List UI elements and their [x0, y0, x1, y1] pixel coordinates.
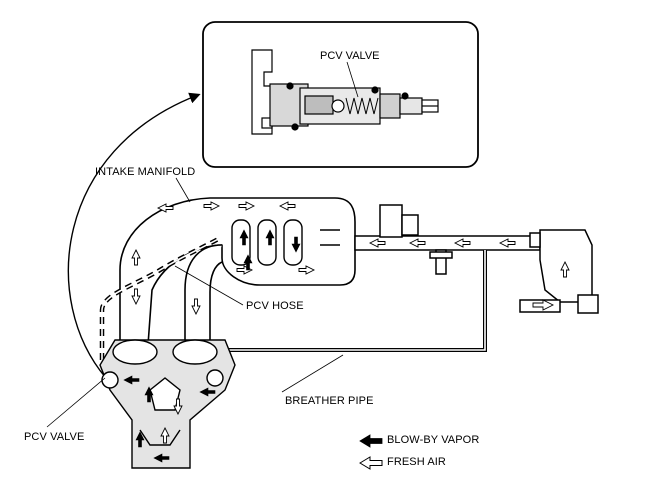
air-intake-duct — [354, 204, 541, 275]
pcv-valve-detail-label: PCV VALVE — [320, 50, 380, 62]
pcv-valve-detail-inset: PCV VALVE — [202, 21, 479, 168]
blow-by-vapor-flow-arrows — [123, 229, 301, 463]
pcv-hose-label: PCV HOSE — [246, 300, 304, 312]
air-cleaner — [519, 229, 599, 314]
pcv-valve-cutaway-drawing — [251, 49, 439, 135]
legend — [359, 434, 383, 470]
engine-block — [99, 339, 236, 469]
detail-callout-curve — [67, 92, 201, 379]
fresh-air-legend-icon — [359, 456, 383, 470]
fresh-air-flow-arrows — [131, 201, 570, 444]
fresh-air-legend-label: FRESH AIR — [387, 456, 446, 468]
leader-lines — [46, 177, 344, 428]
plenum-runners — [231, 219, 340, 266]
blow-by-vapor-legend-label: BLOW-BY VAPOR — [387, 434, 480, 446]
intake-manifold-label: INTAKE MANIFOLD — [95, 166, 196, 178]
breather-pipe-label: BREATHER PIPE — [285, 395, 374, 407]
pcv-valve-label: PCV VALVE — [24, 431, 85, 443]
blow-by-vapor-legend-icon — [359, 434, 383, 448]
detail-leader-line — [346, 61, 359, 98]
